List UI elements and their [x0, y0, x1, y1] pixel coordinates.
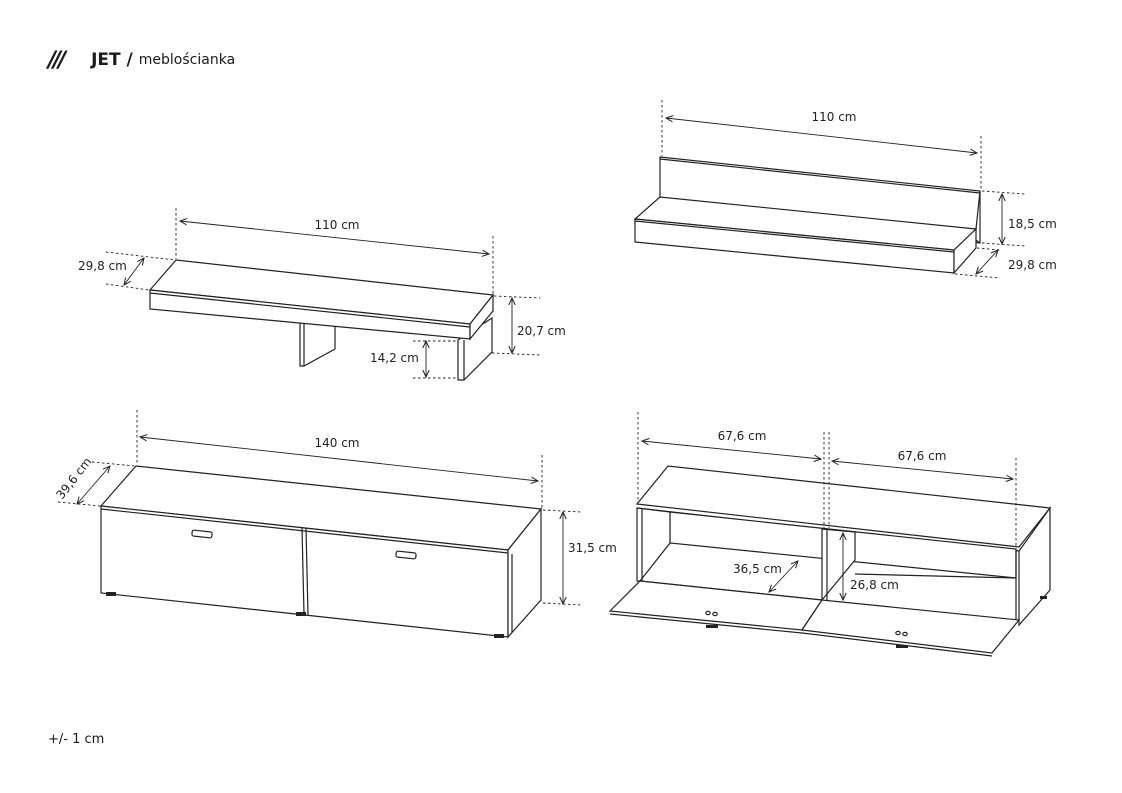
- tv-open-left-width-label: 67,6 cm: [718, 429, 767, 443]
- product-type: meblościanka: [138, 52, 236, 68]
- tolerance-note: +/- 1 cm: [48, 732, 105, 747]
- tv-closed-height-label: 31,5 cm: [568, 541, 617, 555]
- shelf-right-drawing: [633, 100, 1026, 279]
- shelf-right-depth-label: 29,8 cm: [1008, 258, 1057, 272]
- shelf-left-width-label: 110 cm: [314, 218, 359, 232]
- tv-cabinet-closed-drawing: [57, 410, 583, 639]
- tv-open-inner-depth-label: 36,5 cm: [733, 562, 782, 576]
- tv-closed-depth-label: 39,6 cm: [53, 455, 94, 502]
- shelf-left-depth-label: 29,8 cm: [78, 259, 127, 273]
- tv-open-inner-height-label: 26,8 cm: [850, 578, 899, 592]
- shelf-left-height-label: 20,7 cm: [517, 324, 566, 338]
- tv-open-right-width-label: 67,6 cm: [898, 449, 947, 463]
- brand-mark: ///: [48, 47, 66, 73]
- tv-closed-width-label: 140 cm: [314, 436, 359, 450]
- shelf-left-drawing: [105, 208, 541, 381]
- shelf-right-width-label: 110 cm: [811, 110, 856, 124]
- header: /// JET / meblościanka: [48, 47, 235, 73]
- shelf-right-height-label: 18,5 cm: [1008, 217, 1057, 231]
- product-name: JET /: [91, 50, 133, 70]
- shelf-left-inner-label: 14,2 cm: [370, 351, 419, 365]
- tv-cabinet-open-drawing: [608, 412, 1052, 657]
